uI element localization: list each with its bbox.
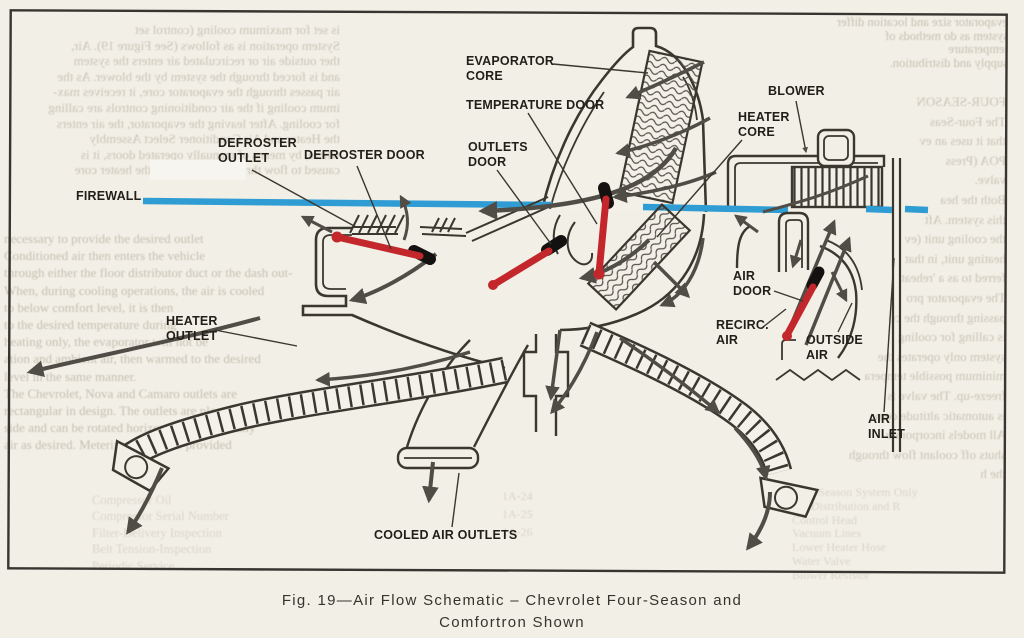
evaporator-core bbox=[618, 49, 704, 205]
scan-whiteout-patch bbox=[150, 160, 246, 180]
recirc-duct bbox=[735, 211, 863, 382]
label-heater-outlet: HEATER OUTLET bbox=[166, 314, 218, 343]
label-blower: BLOWER bbox=[768, 84, 825, 98]
label-outlets-door: OUTLETS DOOR bbox=[468, 140, 528, 169]
right-outlet-nozzle bbox=[759, 476, 820, 519]
figure-caption-line1: Fig. 19—Air Flow Schematic – Chevrolet F… bbox=[281, 592, 743, 609]
label-cooled-air-outlets: COOLED AIR OUTLETS bbox=[374, 528, 518, 542]
defroster-door-flap bbox=[331, 231, 436, 265]
airflow-arrows bbox=[26, 60, 869, 551]
label-firewall: FIREWALL bbox=[76, 189, 142, 203]
air-inlet-channel bbox=[891, 158, 902, 452]
label-defroster-door: DEFROSTER DOOR bbox=[304, 148, 425, 162]
label-air-door: AIR DOOR bbox=[733, 269, 772, 298]
label-defroster-outlet: DEFROSTER OUTLET bbox=[218, 136, 297, 165]
figure-frame bbox=[7, 9, 1008, 574]
heater-outlet-hose bbox=[124, 356, 508, 467]
label-recirc-air: RECIRC. AIR bbox=[716, 318, 769, 347]
defroster-hatch bbox=[349, 214, 456, 234]
heater-core bbox=[586, 202, 692, 312]
cooled-air-outlet-duct bbox=[396, 334, 570, 470]
label-temperature-door: TEMPERATURE DOOR bbox=[466, 98, 605, 112]
temperature-door-flap bbox=[593, 182, 614, 280]
label-air-inlet: AIR INLET bbox=[868, 412, 906, 441]
outlets-door-flap bbox=[488, 235, 567, 290]
air-door-flap bbox=[782, 266, 825, 341]
figure-caption-line2: Comfortron Shown bbox=[439, 614, 585, 631]
leader-lines bbox=[214, 63, 895, 528]
right-distributor-hose bbox=[579, 321, 793, 476]
label-evaporator-core: EVAPORATOR CORE bbox=[466, 54, 555, 83]
label-outside-air: OUTSIDE AIR bbox=[806, 333, 863, 362]
label-heater-core: HEATER CORE bbox=[738, 110, 790, 139]
